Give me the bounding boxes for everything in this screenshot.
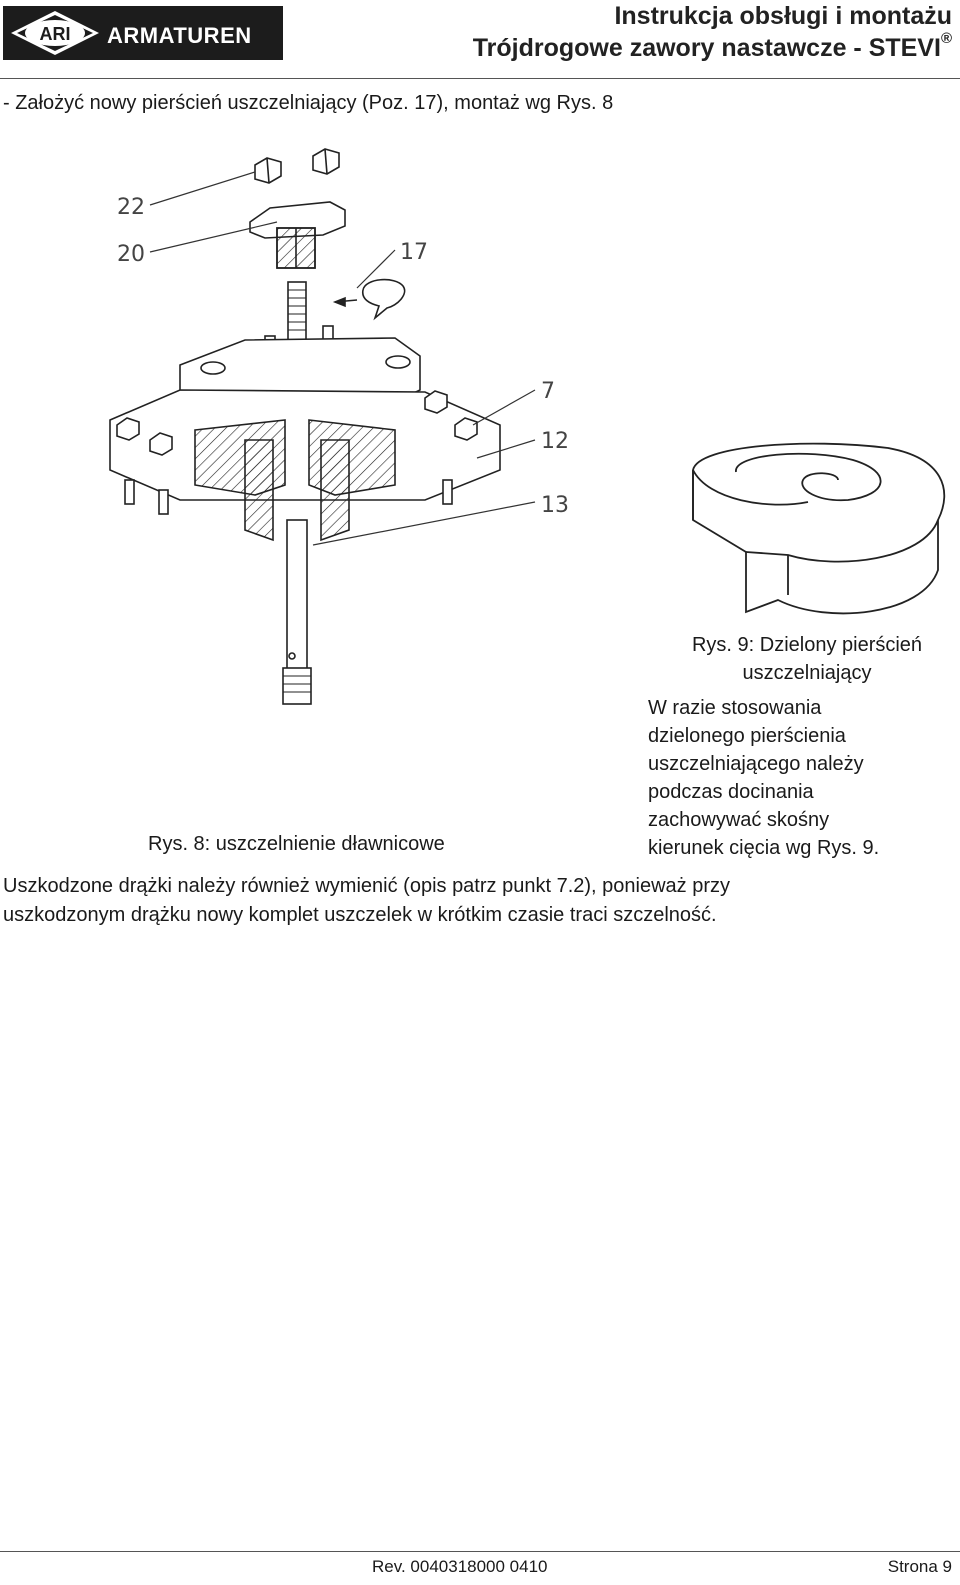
document-title: Instrukcja obsługi i montażu bbox=[614, 2, 952, 30]
damaged-stem-paragraph: Uszkodzone drążki należy również wymieni… bbox=[3, 872, 730, 930]
figure-8-gland-seal-drawing: 22 20 17 7 12 13 bbox=[109, 148, 569, 705]
note-line: podczas docinania bbox=[648, 781, 814, 803]
figure-9-split-ring-drawing bbox=[692, 442, 946, 615]
footer-rule bbox=[0, 1551, 960, 1552]
callout-7: 7 bbox=[541, 379, 555, 404]
note-line: dzielonego pierścienia bbox=[648, 725, 846, 747]
callout-17: 17 bbox=[400, 240, 428, 265]
note-line: uszczelniającego należy bbox=[648, 753, 864, 775]
note-line: zachowywać skośny bbox=[648, 809, 830, 831]
figure-8-caption: Rys. 8: uszczelnienie dławnicowe bbox=[148, 833, 445, 855]
figure-9-caption: Rys. 9: Dzielony pierścień uszczelniając… bbox=[657, 631, 957, 687]
revision-number: Rev. 0040318000 0410 bbox=[372, 1557, 548, 1576]
header-rule bbox=[0, 78, 960, 79]
intro-instruction: - Założyć nowy pierścień uszczelniający … bbox=[3, 92, 614, 114]
figure-9-caption-line2: uszczelniający bbox=[742, 662, 872, 684]
figure-9-caption-line1: Rys. 9: Dzielony pierścień bbox=[691, 634, 923, 656]
paragraph-line2: uszkodzonym drążku nowy komplet uszczele… bbox=[3, 904, 717, 926]
document-subtitle: Trójdrogowe zawory nastawcze - STEVI® bbox=[472, 30, 952, 63]
nut-22-left bbox=[254, 157, 282, 184]
ari-armaturen-logo: ARI ARMATUREN bbox=[3, 6, 283, 60]
callout-12: 12 bbox=[541, 429, 569, 454]
callout-22: 22 bbox=[117, 195, 145, 220]
paragraph-line1: Uszkodzone drążki należy również wymieni… bbox=[3, 875, 730, 897]
note-line: W razie stosowania bbox=[648, 697, 822, 719]
subtitle-text: Trójdrogowe zawory nastawcze - STEVI bbox=[472, 34, 941, 62]
callout-20: 20 bbox=[117, 242, 145, 267]
page-number: Strona 9 bbox=[887, 1557, 952, 1576]
note-line: kierunek cięcia wg Rys. 9. bbox=[648, 837, 880, 859]
svg-text:ARMATUREN: ARMATUREN bbox=[107, 23, 252, 48]
callout-13: 13 bbox=[541, 493, 569, 518]
split-ring-note: W razie stosowania dzielonego pierścieni… bbox=[648, 694, 879, 862]
nut-22-right bbox=[312, 148, 340, 175]
registered-mark: ® bbox=[940, 30, 952, 47]
svg-text:ARI: ARI bbox=[40, 24, 71, 44]
